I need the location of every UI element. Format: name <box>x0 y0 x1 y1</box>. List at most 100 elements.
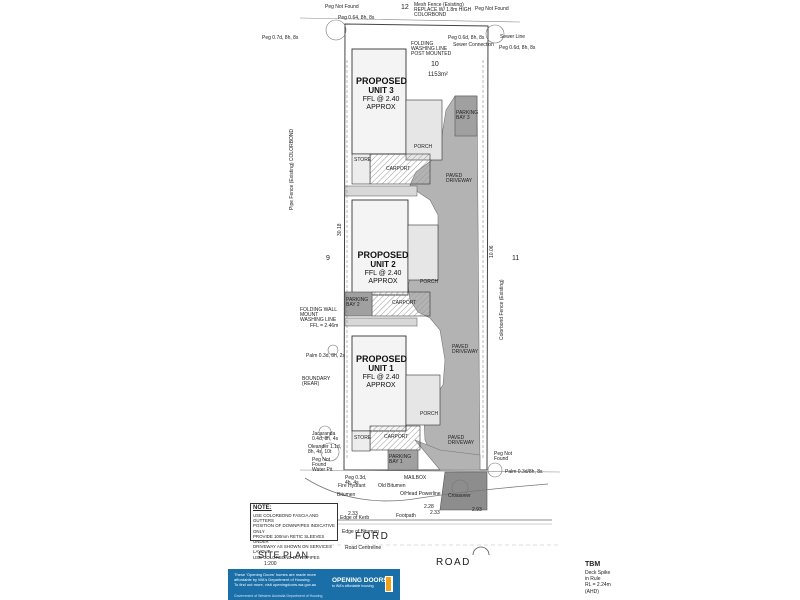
unit-2-approx: APPROX <box>368 277 398 285</box>
outdoor-living-2 <box>344 317 418 327</box>
lot-number-this: 10 <box>431 61 439 68</box>
tbm-line-3: RL = 2.24m <box>585 582 611 589</box>
porch-2-label: PORCH <box>420 279 439 285</box>
unit-1-number: UNIT 1 <box>368 364 394 374</box>
site-plan-scale: 1:200 <box>264 561 277 567</box>
banner-line-2: affordable by WA's Department of Housing… <box>234 577 311 583</box>
edge-of-bitumen-curve <box>304 477 549 502</box>
unit-3-store <box>351 153 371 185</box>
unit-1-label: PROPOSED UNIT 1 FFL @ 2.40 APPROX <box>356 354 407 390</box>
note-line: PROVIDE 100mm RETIC SLEEVES UNDER <box>253 533 325 545</box>
tbm-line-2: in Rule <box>585 576 601 582</box>
dimension-10-06: 10.06 <box>489 245 495 258</box>
dimension-2-33-b: 2.33 <box>430 510 440 516</box>
tree-top-right <box>485 24 505 44</box>
store-1-label: STORE <box>354 435 372 441</box>
carport-2-label: CARPORT <box>392 300 417 306</box>
unit-3-ffl: FFL @ 2.40 <box>362 95 400 103</box>
lot-boundary <box>343 23 489 471</box>
unit-3-label: PROPOSED UNIT 3 FFL @ 2.40 APPROX <box>356 76 408 112</box>
unit-2-ffl: FFL @ 2.40 <box>364 269 402 277</box>
tree-palm <box>327 344 339 356</box>
note-line: DRIVEWAY AS SHOWN ON SERVICES LAYOUT <box>253 544 332 555</box>
tbm-line-4: (AHD) <box>585 588 599 595</box>
unit-3-carport <box>369 153 431 185</box>
boundary-label: BOUNDARY (REAR) <box>302 376 331 387</box>
lot-number-top: 12 <box>401 4 409 11</box>
opening-doors-logo: OPENING DOORS to WA's affordable housing <box>332 577 396 593</box>
water-pit-label: Water Pit <box>312 467 333 473</box>
unit-1-porch <box>405 374 441 426</box>
unit-3-proposed: PROPOSED <box>356 76 408 86</box>
notes-heading: NOTE: <box>253 505 272 511</box>
site-plan-title: SITE PLAN <box>258 550 309 560</box>
peg-bottom: Peg 0.3d, 4h, 4s <box>345 475 367 486</box>
dimension-2-28: 2.28 <box>424 504 434 510</box>
opening-doors-tagline: to WA's affordable housing <box>332 584 374 588</box>
outdoor-living-3 <box>344 185 418 197</box>
unit-1-carport <box>369 425 421 451</box>
unit-1-approx: APPROX <box>366 381 396 389</box>
peg-not-found-left: Peg Not Found <box>325 4 359 10</box>
peg-top-left-2: Peg 0.7d, 8h, 8s <box>262 35 299 41</box>
bitumen-left-label: Bitumen <box>337 492 356 498</box>
road-name-ford: FORD <box>355 531 390 542</box>
carport-1-label: CARPORT <box>384 434 409 440</box>
unit-2-label: PROPOSED UNIT 2 FFL @ 2.40 APPROX <box>356 250 410 286</box>
parking-bay-2-label: PARKING BAY 2 <box>346 297 369 308</box>
tbm-title: TBM <box>585 561 601 568</box>
tree-jacaranda <box>320 442 340 462</box>
paved-driveway-lower <box>414 439 481 471</box>
palm-bottom-right: Palm 0.3d/8h, 8s <box>505 469 543 475</box>
parking-bay-3 <box>454 95 478 137</box>
unit-2-carport <box>371 291 431 317</box>
peg-top-right-2: Peg 0.6d, 8h, 8s <box>499 45 536 51</box>
dimension-2-93: 2.93 <box>472 507 482 513</box>
unit-2-number: UNIT 2 <box>370 260 396 270</box>
peg-top-right: Peg 0.6d, 8h, 8s <box>448 35 485 41</box>
palm-label: Palm 0.3d, 8h, 2s <box>306 353 345 359</box>
ffl-left-label: FFL = 2.46m <box>310 323 339 329</box>
carport-3-label: CARPORT <box>386 166 411 172</box>
front-fence-line <box>299 469 561 473</box>
peg-not-found-mid: Peg Not Found <box>475 6 509 12</box>
banner-line-1: These 'Opening Doors' homes are made mor… <box>234 572 317 577</box>
banner-govt: Government of Western Australia Departme… <box>234 594 323 598</box>
tbm-line-1: Deck Spike <box>585 569 611 576</box>
tbm-label: TBM Deck Spike in Rule RL = 2.24m (AHD) <box>585 561 611 595</box>
edge-of-kerb-label: Edge of Kerb <box>340 515 370 521</box>
tree-front-verge <box>451 479 469 497</box>
dimension-2-33-a: 2.33 <box>348 511 358 517</box>
unit-3-outline <box>351 48 407 155</box>
oleander-label: Oleander 1.1d, 8h, 4s, 10t <box>308 444 342 455</box>
banner-line-3: To find out more, visit openingdoors.wa.… <box>234 582 317 588</box>
mailbox-label: MAILBOX <box>404 475 427 481</box>
door-logo-icon <box>385 576 393 592</box>
opening-doors-brand: OPENING DOORS <box>332 577 388 584</box>
store-3-label: STORE <box>354 157 372 163</box>
parking-bay-3-label: PARKING BAY 3 <box>456 110 479 121</box>
unit-3-porch <box>405 99 443 161</box>
unit-3-approx: APPROX <box>366 103 396 111</box>
footpath-label: Footpath <box>396 513 416 519</box>
road-centreline-label: Road Centreline <box>345 545 382 551</box>
porch-1-label: PORCH <box>420 411 439 417</box>
fire-hydrant-label: Fire Hydrant <box>338 483 366 489</box>
sewer-line-label: Sewer Line <box>500 34 526 40</box>
sewer-connection-label: Sewer Connection <box>453 42 494 48</box>
unit-1-store <box>351 430 371 452</box>
folding-washing-line-top: FOLDING WASHING LINE POST MOUNTED <box>411 41 452 57</box>
road-name-road: ROAD <box>436 557 471 568</box>
paved-driveway-label-3: PAVED DRIVEWAY <box>448 435 475 446</box>
peg-top-left: Peg 0.64, 8h, 8s <box>338 15 375 21</box>
fence-right-label: Colorbond Fence (Existing) <box>499 279 505 340</box>
parking-bay-1 <box>387 449 419 471</box>
tree-oleander <box>318 425 332 439</box>
tree-top-left <box>325 19 347 41</box>
tree-palm-front <box>487 462 503 478</box>
banner-text: These 'Opening Doors' homes are made mor… <box>234 572 322 588</box>
folding-wall-washing-line: FOLDING WALL MOUNT WASHING LINE <box>300 307 337 323</box>
notes-box: NOTE: USE COLORBOND FASCIA AND GUTTERS P… <box>250 503 338 560</box>
